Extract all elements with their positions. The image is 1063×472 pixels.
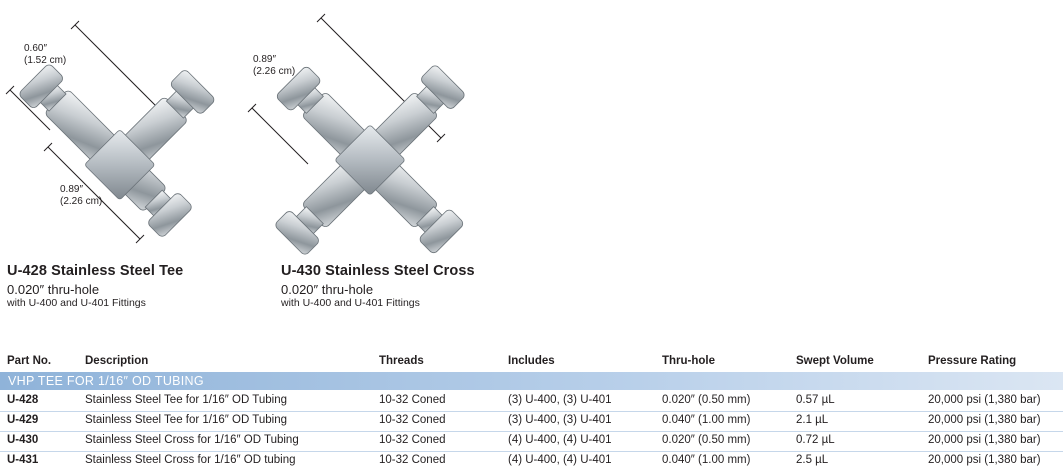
cross-title: U-430 Stainless Steel Cross xyxy=(281,263,475,279)
header-description: Description xyxy=(85,355,149,367)
header-threads: Threads xyxy=(379,355,424,367)
table-row: U-431 Stainless Steel Cross for 1/16″ OD… xyxy=(0,451,1063,470)
cross-dim-cm: (2.26 cm) xyxy=(253,66,296,77)
header-part-no: Part No. xyxy=(7,355,52,367)
cell-swept-volume: 2.5 µL xyxy=(796,454,829,466)
table-row: U-430 Stainless Steel Cross for 1/16″ OD… xyxy=(0,431,1063,450)
row-separator xyxy=(0,451,1063,452)
row-separator xyxy=(0,411,1063,412)
cell-thru-hole: 0.040″ (1.00 mm) xyxy=(662,454,751,466)
cell-description: Stainless Steel Cross for 1/16″ OD tubin… xyxy=(85,454,296,466)
cell-pressure-rating: 20,000 psi (1,380 bar) xyxy=(928,434,1041,446)
tee-note: with U-400 and U-401 Fittings xyxy=(7,297,146,309)
cell-includes: (3) U-400, (3) U-401 xyxy=(508,394,612,406)
tee-dim-bottom-in: 0.89″ xyxy=(60,184,84,195)
tee-dim-bottom-cm: (2.26 cm) xyxy=(60,196,103,207)
cell-swept-volume: 0.72 µL xyxy=(796,434,835,446)
cell-includes: (4) U-400, (4) U-401 xyxy=(508,454,612,466)
cross-subtitle: 0.020″ thru-hole xyxy=(281,282,374,297)
tee-title: U-428 Stainless Steel Tee xyxy=(7,263,184,279)
cell-thru-hole: 0.020″ (0.50 mm) xyxy=(662,434,751,446)
cell-pressure-rating: 20,000 psi (1,380 bar) xyxy=(928,454,1041,466)
cross-body xyxy=(275,65,465,255)
cell-threads: 10-32 Coned xyxy=(379,394,446,406)
cross-note: with U-400 and U-401 Fittings xyxy=(281,297,420,309)
cell-thru-hole: 0.020″ (0.50 mm) xyxy=(662,394,751,406)
tee-illustration xyxy=(5,20,215,244)
header-pressure-rating: Pressure Rating xyxy=(928,355,1017,367)
cell-part-no: U-428 xyxy=(7,394,39,406)
tee-body xyxy=(19,64,215,237)
header-swept-volume: Swept Volume xyxy=(796,355,874,367)
cell-description: Stainless Steel Tee for 1/16″ OD Tubing xyxy=(85,394,288,406)
cell-part-no: U-431 xyxy=(7,454,39,466)
header-includes: Includes xyxy=(508,355,555,367)
section-band: VHP TEE FOR 1/16″ OD TUBING xyxy=(0,372,1063,390)
cross-dim-in: 0.89″ xyxy=(253,54,277,65)
cell-pressure-rating: 20,000 psi (1,380 bar) xyxy=(928,414,1041,426)
cell-threads: 10-32 Coned xyxy=(379,454,446,466)
cross-illustration xyxy=(247,13,465,255)
cell-swept-volume: 0.57 µL xyxy=(796,394,835,406)
table-row: U-429 Stainless Steel Tee for 1/16″ OD T… xyxy=(0,411,1063,430)
tee-dimension-lines xyxy=(5,20,162,244)
cell-threads: 10-32 Coned xyxy=(379,434,446,446)
cell-description: Stainless Steel Cross for 1/16″ OD Tubin… xyxy=(85,434,299,446)
row-separator xyxy=(0,431,1063,432)
section-title: VHP TEE FOR 1/16″ OD TUBING xyxy=(8,374,204,388)
cell-part-no: U-430 xyxy=(7,434,39,446)
cell-thru-hole: 0.040″ (1.00 mm) xyxy=(662,414,751,426)
cell-description: Stainless Steel Tee for 1/16″ OD Tubing xyxy=(85,414,288,426)
cell-threads: 10-32 Coned xyxy=(379,414,446,426)
cell-pressure-rating: 20,000 psi (1,380 bar) xyxy=(928,394,1041,406)
cell-swept-volume: 2.1 µL xyxy=(796,414,829,426)
header-thru-hole: Thru-hole xyxy=(662,355,716,367)
table-row: U-428 Stainless Steel Tee for 1/16″ OD T… xyxy=(0,391,1063,410)
cell-includes: (4) U-400, (4) U-401 xyxy=(508,434,612,446)
tee-subtitle: 0.020″ thru-hole xyxy=(7,282,100,297)
tee-dim-top-cm: (1.52 cm) xyxy=(24,55,67,66)
cell-includes: (3) U-400, (3) U-401 xyxy=(508,414,612,426)
tee-dim-top-in: 0.60″ xyxy=(24,43,48,54)
cell-part-no: U-429 xyxy=(7,414,39,426)
